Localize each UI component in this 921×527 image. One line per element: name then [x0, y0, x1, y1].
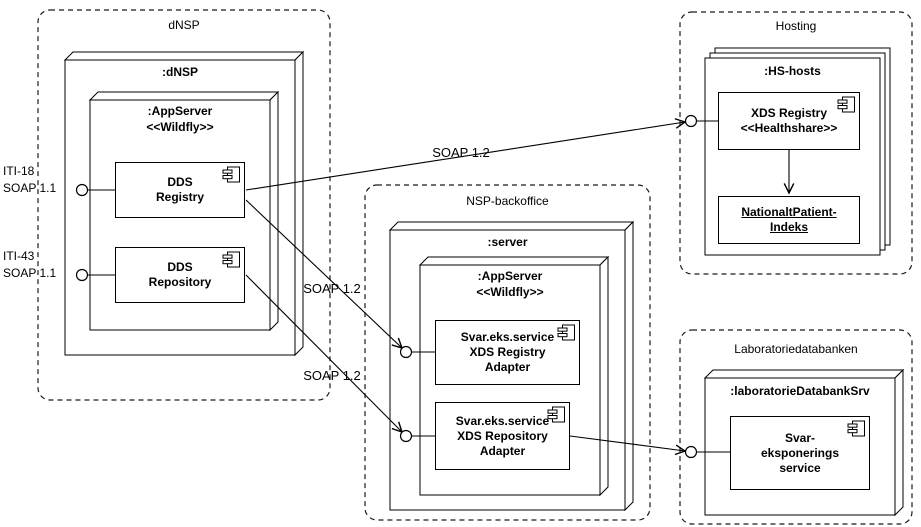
- node-appserver-right-label: :AppServer <<Wildfly>>: [476, 269, 544, 299]
- node-appserver-right-top-face: [418, 256, 610, 266]
- node-lab-srv-side-face: [894, 368, 904, 517]
- connector-label-soap12-repository: SOAP 1.2: [303, 368, 361, 383]
- node-server-top-face: [388, 221, 635, 231]
- node-appserver-left-top-face: [88, 91, 280, 101]
- interface-iti18-lollipop: [75, 183, 115, 197]
- component-national-patient-index: NationaltPatient- Indeks: [718, 196, 860, 244]
- component-xds-registry-healthshare: XDS Registry <<Healthshare>>: [718, 92, 860, 150]
- node-appserver-left-label: :AppServer <<Wildfly>>: [146, 104, 214, 134]
- component-icon: [222, 166, 241, 183]
- node-appserver-right-side-face: [599, 255, 609, 497]
- node-lab-srv-top-face: [703, 369, 905, 379]
- node-dnsp-top-face: [63, 51, 305, 61]
- group-backoffice-boundary: [364, 184, 651, 521]
- node-server-label: :server: [487, 235, 528, 249]
- node-dnsp-side-face: [294, 50, 304, 357]
- component-label: Svar.eks.service XDS Repository Adapter: [455, 413, 550, 458]
- interface-circle-icon: [399, 429, 413, 443]
- connector-dds-repository-to-xds-repository-adapter: [245, 274, 404, 434]
- component-xds-registry-adapter: Svar.eks.service XDS Registry Adapter: [435, 320, 580, 385]
- group-dnsp-boundary: [37, 9, 331, 401]
- component-label: XDS Registry <<Healthshare>>: [740, 106, 838, 135]
- node-dnsp-label: :dNSP: [162, 65, 198, 79]
- interface-iti43-label: ITI-43 SOAP 1.1: [3, 249, 57, 280]
- group-backoffice-label: NSP-backoffice: [466, 194, 549, 208]
- interface-iti18-label: ITI-18 SOAP 1.1: [3, 164, 57, 195]
- interface-circle-icon: [399, 345, 413, 359]
- connector-dds-registry-to-xds-registry-adapter: [245, 199, 404, 350]
- connector-label-soap12-hosting: SOAP 1.2: [432, 145, 490, 160]
- component-dds-registry: DDS Registry: [115, 162, 245, 218]
- interface-xds-registry-adapter-lollipop: [399, 345, 435, 359]
- group-dnsp-label: dNSP: [168, 18, 200, 32]
- group-lab-label: Laboratoriedatabanken: [734, 342, 858, 356]
- node-hs-hosts-label: :HS-hosts: [764, 64, 821, 78]
- interface-iti43-lollipop: [75, 268, 115, 282]
- interface-lab-lollipop: [684, 445, 730, 459]
- node-appserver-left-side-face: [269, 90, 279, 332]
- interface-hosting-lollipop: [684, 114, 718, 128]
- connector-label-soap12-registry: SOAP 1.2: [303, 281, 361, 296]
- interface-circle-icon: [684, 114, 698, 128]
- component-label: Svar.eks.service XDS Registry Adapter: [460, 330, 555, 374]
- interface-circle-icon: [75, 268, 89, 282]
- interface-circle-icon: [684, 445, 698, 459]
- connector-dds-registry-to-hosting: [245, 118, 687, 191]
- component-dds-repository: DDS Repository: [115, 247, 245, 303]
- component-label: DDS Registry: [155, 175, 205, 204]
- component-xds-repository-adapter: Svar.eks.service XDS Repository Adapter: [435, 402, 570, 470]
- group-hosting-boundary: [679, 11, 913, 275]
- component-icon: [547, 406, 566, 423]
- group-lab-boundary: [679, 329, 913, 525]
- component-svar-eksponering-service: Svar- eksponerings service: [730, 416, 870, 490]
- component-label: Svar- eksponerings service: [760, 430, 840, 475]
- group-hosting-label: Hosting: [775, 19, 817, 33]
- component-icon: [847, 420, 866, 437]
- interface-circle-icon: [75, 183, 89, 197]
- node-lab-srv-label: :laboratorieDatabankSrv: [730, 384, 870, 398]
- node-server-side-face: [624, 220, 634, 512]
- connector-xds-repository-adapter-to-lab: [569, 435, 687, 456]
- component-icon: [557, 324, 576, 341]
- component-icon: [837, 96, 856, 113]
- interface-xds-repository-adapter-lollipop: [399, 429, 435, 443]
- component-icon: [222, 251, 241, 268]
- component-label: DDS Repository: [148, 260, 212, 289]
- component-label: NationaltPatient- Indeks: [741, 205, 837, 234]
